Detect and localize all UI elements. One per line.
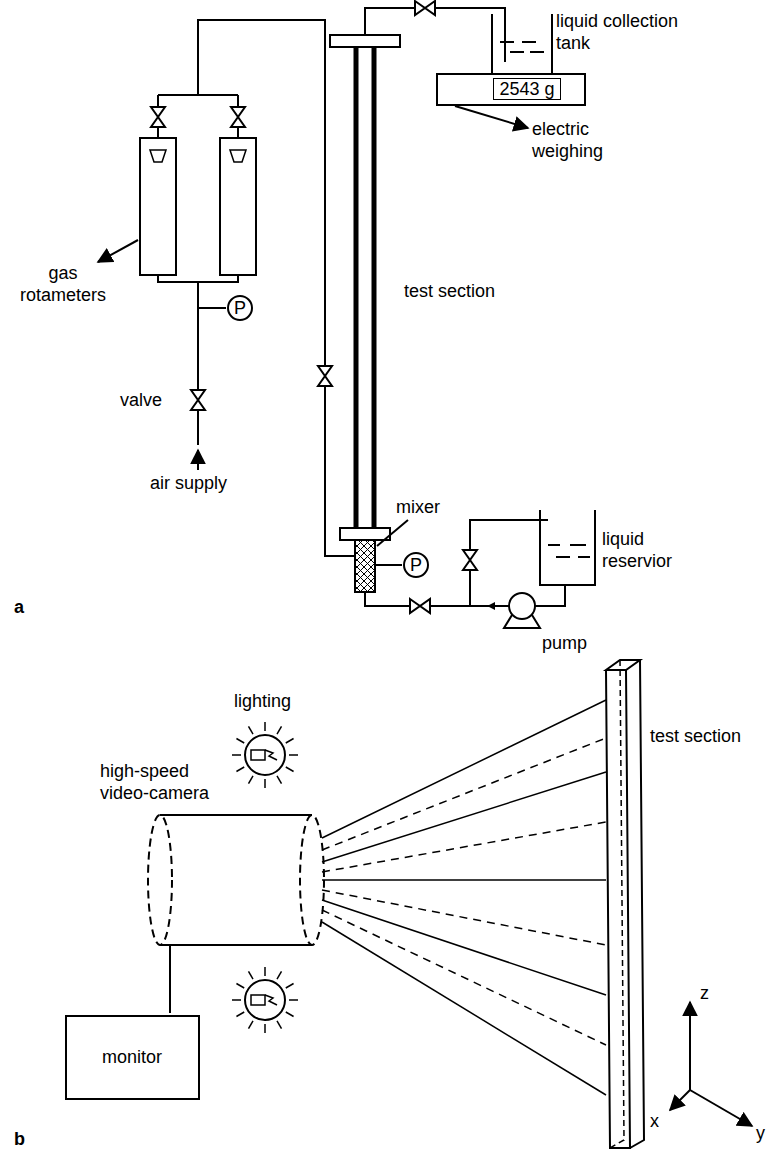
valve-label: valve [120,389,162,411]
axis-label: y [756,1122,765,1144]
panel-letter: b [14,1128,25,1150]
lighting-label: lighting [234,690,291,712]
air-supply-label: air supply [150,472,227,494]
pressure-gauge: P [403,552,429,578]
pressure-gauge: P [227,295,253,321]
pump-label: pump [542,632,587,654]
panel-letter: a [14,596,24,618]
weighing-display: 2543 g [493,78,561,100]
node-text: P [234,298,246,318]
node-text: P [410,555,422,575]
tank-label: liquid collection tank [556,10,706,54]
view-rays [322,700,606,1095]
node-text: 2543 g [499,79,554,99]
mixer-label: mixer [396,496,440,518]
node-text: monitor [102,1047,162,1067]
test-section-label: test section [404,280,495,302]
reservoir-label: liquid reservior [602,528,702,572]
camera-label: high-speed video-camera [100,760,218,804]
lighting-lamps [232,722,298,1033]
monitor-box: monitor [65,1015,200,1100]
rotameter-label: gas rotameters [8,262,118,306]
axis-label: z [700,982,709,1004]
axis-label: x [650,1110,659,1132]
scale-label: electric weighing [532,118,622,162]
test-section-label: test section [650,725,770,747]
